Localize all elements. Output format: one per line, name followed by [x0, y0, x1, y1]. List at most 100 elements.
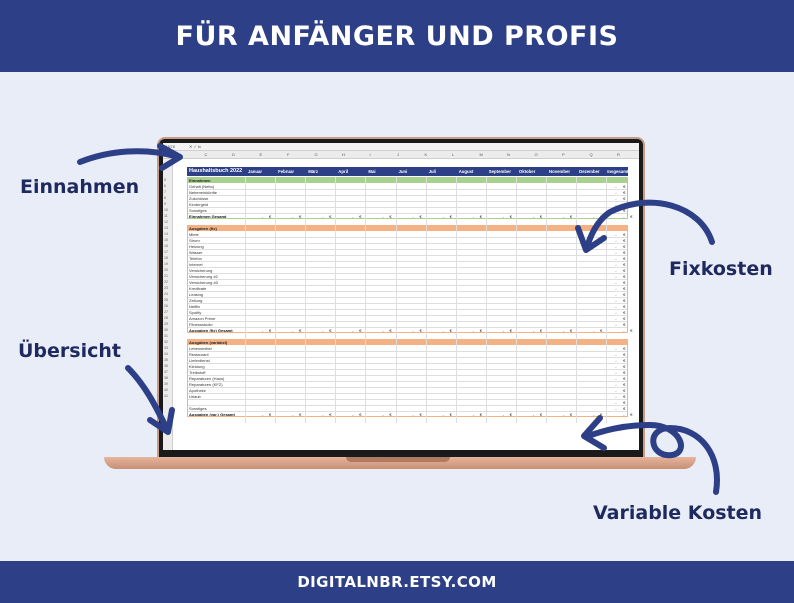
column-letter[interactable]: E	[259, 152, 263, 157]
row-number[interactable]: 26	[164, 304, 168, 308]
row-number[interactable]: 37	[164, 370, 168, 374]
row-number[interactable]: 27	[164, 310, 168, 314]
row-number[interactable]: 19	[164, 262, 168, 266]
row-number[interactable]: 35	[164, 358, 168, 362]
footer-url[interactable]: DIGITALNBR.ETSY.COM	[297, 573, 497, 591]
row-number[interactable]: 11	[164, 214, 168, 218]
cell-reference[interactable]: AN78	[165, 144, 176, 149]
column-letter[interactable]: R	[617, 152, 620, 157]
row-number[interactable]: 6	[164, 184, 166, 188]
row-label[interactable]: Heizung	[189, 243, 204, 249]
row-number[interactable]: 8	[164, 196, 166, 200]
row-label[interactable]: Sonstiges	[189, 405, 207, 411]
row-number[interactable]: 28	[164, 316, 168, 320]
row-label[interactable]: Telefon	[189, 255, 202, 261]
row-label[interactable]: Urlaub	[189, 393, 201, 399]
column-letter[interactable]: Q	[589, 152, 593, 157]
row-label[interactable]: Treibstoff	[189, 369, 206, 375]
row-label[interactable]: Kreditrate	[189, 285, 207, 291]
row-number[interactable]: 21	[164, 274, 168, 278]
column-letter[interactable]: L	[452, 152, 455, 157]
row-number[interactable]: 10	[164, 208, 168, 212]
row-total-currency: €	[623, 285, 626, 291]
row-label[interactable]: Amazon Prime	[189, 315, 216, 321]
column-letter[interactable]: B	[177, 152, 180, 157]
row-label[interactable]: Leasing	[189, 291, 204, 297]
row-total-currency: €	[623, 363, 626, 369]
row-label[interactable]: Lebensmittel	[189, 345, 212, 351]
column-letter[interactable]: K	[424, 152, 428, 157]
row-number[interactable]: 9	[164, 202, 166, 206]
row-number[interactable]: 18	[164, 256, 168, 260]
total-currency: €	[329, 411, 332, 417]
row-number[interactable]: 30	[164, 328, 168, 332]
row-label[interactable]: Netflix	[189, 303, 201, 309]
row-number[interactable]: 33	[164, 346, 168, 350]
row-total-currency: €	[623, 297, 626, 303]
row-label[interactable]: Lieferdienst	[189, 357, 210, 363]
column-letter[interactable]: N	[507, 152, 510, 157]
row-number[interactable]: 25	[164, 298, 168, 302]
row-number[interactable]: 22	[164, 280, 168, 284]
row-number[interactable]: 36	[164, 364, 168, 368]
column-letter[interactable]: O	[534, 152, 538, 157]
column-letter[interactable]: F	[287, 152, 290, 157]
row-label[interactable]: Zuschüsse	[189, 195, 209, 201]
row-label[interactable]: Kleidung	[189, 363, 205, 369]
formula-bar[interactable]: AN78 ✕ ✓ fx	[163, 143, 639, 151]
total-currency: €	[570, 213, 573, 219]
row-label[interactable]: Gehalt (Netto)	[189, 183, 215, 189]
total-dash: -	[262, 411, 264, 417]
row-label[interactable]: Sonstiges	[189, 207, 207, 213]
column-letter[interactable]: G	[314, 152, 318, 157]
row-label[interactable]: Kindergeld	[189, 201, 209, 207]
row-label[interactable]: Apotheke	[189, 387, 206, 393]
total-dash: -	[262, 327, 264, 333]
row-number[interactable]: 14	[164, 232, 168, 236]
row-label[interactable]: Fitnessstudio	[189, 321, 213, 327]
row-label[interactable]: Spotify	[189, 309, 202, 315]
row-label[interactable]: Strom	[189, 237, 200, 243]
grid-line	[187, 291, 628, 292]
row-label[interactable]: Versicherung	[189, 267, 213, 273]
column-letter[interactable]: P	[562, 152, 565, 157]
row-number[interactable]: 15	[164, 238, 168, 242]
column-letter[interactable]: M	[479, 152, 483, 157]
month-header: November	[549, 169, 571, 174]
row-label[interactable]: Wasser	[189, 249, 203, 255]
column-letter[interactable]: I	[369, 152, 371, 157]
column-letter[interactable]: H	[342, 152, 345, 157]
row-number[interactable]: 13	[164, 226, 168, 230]
row-label[interactable]: Internet	[189, 261, 203, 267]
row-number[interactable]: 31	[164, 334, 168, 338]
column-letter[interactable]: D	[232, 152, 235, 157]
row-number[interactable]: 20	[164, 268, 168, 272]
row-number[interactable]: 7	[164, 190, 166, 194]
row-number[interactable]: 32	[164, 340, 168, 344]
row-number[interactable]: 38	[164, 376, 168, 380]
spreadsheet-screen: AN78 ✕ ✓ fx B C D E F G H I J K L M N O P Q R 5 6 7 8 9 10 11 1…	[163, 143, 639, 450]
column-letter[interactable]: C	[204, 152, 208, 157]
row-number[interactable]: 34	[164, 352, 168, 356]
row-number[interactable]: 39	[164, 382, 168, 386]
row-label[interactable]: Nebeneinkünfte	[189, 189, 218, 195]
row-label[interactable]: Zeitung	[189, 297, 203, 303]
row-number[interactable]: 24	[164, 292, 168, 296]
row-label[interactable]: Reparaturen (Haus)	[189, 375, 225, 381]
row-number[interactable]: 23	[164, 286, 168, 290]
column-letter[interactable]: J	[397, 152, 399, 157]
row-number[interactable]: 40	[164, 388, 168, 392]
total-dash: -	[442, 327, 444, 333]
row-label[interactable]: Versicherung #2	[189, 273, 218, 279]
row-label[interactable]: Reparaturen (KFZ)	[189, 381, 223, 387]
row-number[interactable]: 17	[164, 250, 168, 254]
row-number[interactable]: 12	[164, 220, 168, 224]
row-number[interactable]: 16	[164, 244, 168, 248]
row-number[interactable]: 29	[164, 322, 168, 326]
row-label[interactable]: Versicherung #3	[189, 279, 218, 285]
row-label[interactable]: Restaurant	[189, 351, 209, 357]
month-header: März	[308, 169, 318, 174]
row-number[interactable]: 41	[164, 394, 168, 398]
row-number[interactable]: 5	[164, 178, 166, 182]
row-label[interactable]: Miete	[189, 231, 199, 237]
